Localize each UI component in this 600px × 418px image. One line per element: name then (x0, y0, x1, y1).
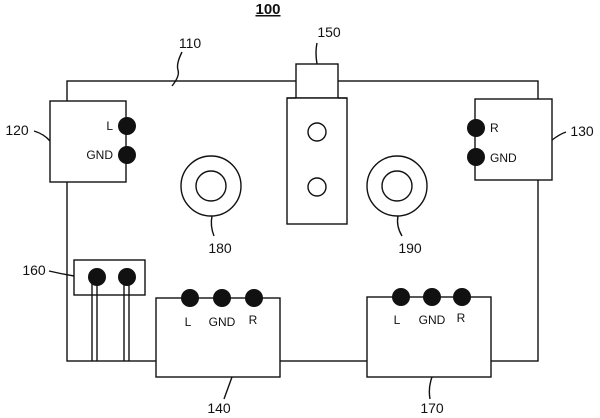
side-connector (73, 259, 146, 361)
bottom-left-connector-label-gnd: GND (209, 315, 236, 329)
side-connector-ref-label: 160 (22, 262, 46, 278)
board-ref-label: 110 (179, 35, 202, 51)
bottom-left-connector-leader-line (223, 376, 233, 400)
right-connector-label-r: R (490, 121, 499, 135)
left-connector-label-gnd: GND (86, 148, 113, 162)
top-connector-hole-upper (307, 122, 327, 142)
bottom-left-connector-terminal-gnd (213, 289, 231, 307)
top-connector-leader-line (315, 42, 318, 65)
right-ring (366, 155, 428, 217)
bottom-right-connector-housing (366, 296, 492, 378)
board-leader-line (171, 51, 183, 87)
bottom-right-connector-terminal-l (392, 288, 410, 306)
right-connector-terminal-r (467, 119, 485, 137)
side-connector-leader-line (48, 270, 75, 277)
bottom-left-connector-label-r: R (249, 313, 258, 327)
left-connector-leader-line (33, 130, 51, 142)
bottom-right-connector-label-gnd: GND (419, 313, 446, 327)
left-ring (180, 155, 242, 217)
bottom-left-connector-label-l: L (185, 315, 192, 329)
left-connector-terminal-gnd (118, 146, 136, 164)
right-connector-ref-label: 130 (570, 123, 594, 139)
right-connector-leader-line (551, 131, 567, 141)
left-connector-terminal-l (118, 117, 136, 135)
figure-number: 100 (255, 1, 280, 18)
left-ring-leader-line (210, 215, 215, 237)
top-connector-body (286, 97, 348, 225)
bottom-left-connector-terminal-r (245, 289, 263, 307)
top-connector (286, 63, 348, 225)
left-connector-label-l: L (106, 119, 113, 133)
right-connector-terminal-gnd (467, 148, 485, 166)
bottom-right-connector-terminal-r (453, 288, 471, 306)
side-connector-pin-right (118, 268, 136, 286)
right-ring-ref-label: 190 (398, 240, 422, 256)
bottom-right-connector-label-l: L (394, 313, 401, 327)
bottom-right-connector-ref-label: 170 (420, 400, 444, 416)
bottom-left-connector-terminal-l (181, 289, 199, 307)
side-connector-pin-left (88, 268, 106, 286)
right-connector-housing (474, 98, 553, 181)
right-connector: R GND (467, 98, 553, 181)
bottom-left-connector-ref-label: 140 (207, 400, 231, 416)
bottom-left-connector-housing (155, 297, 281, 378)
top-connector-tab (295, 63, 339, 99)
right-ring-leader-line (396, 215, 403, 237)
top-connector-hole-lower (307, 177, 327, 197)
bottom-right-connector-leader-line (428, 376, 433, 400)
bottom-right-connector-label-r: R (457, 311, 466, 325)
left-ring-ref-label: 180 (208, 240, 232, 256)
left-connector-housing (49, 100, 127, 183)
top-connector-ref-label: 150 (317, 24, 341, 40)
left-connector: L GND (49, 100, 136, 183)
right-ring-inner (381, 170, 413, 202)
bottom-right-connector-terminal-gnd (423, 288, 441, 306)
right-connector-label-gnd: GND (490, 151, 517, 165)
left-ring-inner (195, 170, 227, 202)
bottom-right-connector: L GND R (366, 288, 492, 378)
bottom-left-connector: L GND R (155, 289, 281, 378)
left-connector-ref-label: 120 (5, 122, 29, 138)
